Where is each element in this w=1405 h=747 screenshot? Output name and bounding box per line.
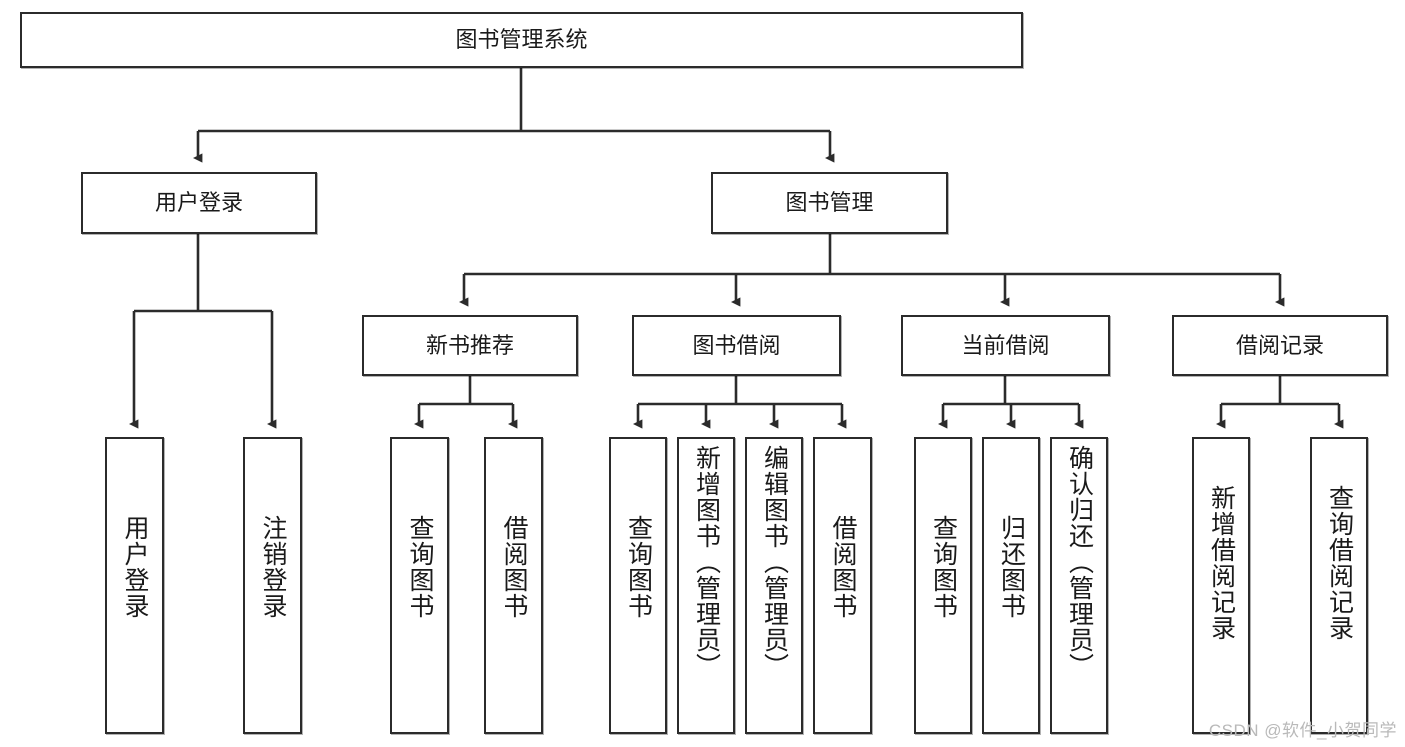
node-leaf-return-books[interactable]: 归还图书 bbox=[982, 437, 1040, 734]
node-leaf-search-borrow-record[interactable]: 查询借阅记录 bbox=[1310, 437, 1368, 734]
node-root[interactable]: 图书管理系统 bbox=[20, 12, 1023, 68]
node-new-book-recommend-label: 新书推荐 bbox=[425, 332, 514, 358]
node-borrow-records-label: 借阅记录 bbox=[1235, 332, 1324, 358]
node-user-login[interactable]: 用户登录 bbox=[81, 172, 317, 234]
node-leaf-edit-book-admin[interactable]: 编辑图书（管理员） bbox=[745, 437, 803, 734]
node-leaf-search-books-3[interactable]: 查询图书 bbox=[914, 437, 972, 734]
node-new-book-recommend[interactable]: 新书推荐 bbox=[362, 315, 578, 376]
node-leaf-search-books-1[interactable]: 查询图书 bbox=[390, 437, 449, 734]
node-book-borrow[interactable]: 图书借阅 bbox=[632, 315, 841, 376]
node-leaf-search-books-2-label: 查询图书 bbox=[624, 515, 653, 619]
node-borrow-records[interactable]: 借阅记录 bbox=[1172, 315, 1388, 376]
node-current-borrow-label: 当前借阅 bbox=[961, 332, 1050, 358]
node-book-management-label: 图书管理 bbox=[785, 190, 874, 216]
node-leaf-borrow-books-2-label: 借阅图书 bbox=[829, 515, 857, 619]
node-book-borrow-label: 图书借阅 bbox=[692, 332, 781, 358]
node-leaf-search-borrow-record-label: 查询借阅记录 bbox=[1325, 485, 1354, 641]
node-current-borrow[interactable]: 当前借阅 bbox=[901, 315, 1110, 376]
node-leaf-user-login[interactable]: 用户登录 bbox=[105, 437, 164, 734]
node-book-management[interactable]: 图书管理 bbox=[711, 172, 948, 234]
node-user-login-label: 用户登录 bbox=[154, 190, 243, 216]
watermark: CSDN @软件_小贺同学 bbox=[1208, 721, 1397, 740]
node-leaf-search-books-2[interactable]: 查询图书 bbox=[609, 437, 667, 734]
node-leaf-logout-label: 注销登录 bbox=[259, 515, 287, 619]
node-leaf-add-book-admin-label: 新增图书（管理员） bbox=[692, 445, 721, 679]
node-leaf-logout[interactable]: 注销登录 bbox=[243, 437, 302, 734]
node-leaf-return-books-label: 归还图书 bbox=[997, 515, 1026, 619]
node-root-label: 图书管理系统 bbox=[455, 27, 588, 53]
node-leaf-add-book-admin[interactable]: 新增图书（管理员） bbox=[677, 437, 735, 734]
node-leaf-confirm-return-admin-label: 确认归还（管理员） bbox=[1065, 445, 1094, 679]
node-leaf-borrow-books-1-label: 借阅图书 bbox=[500, 515, 528, 619]
node-leaf-add-borrow-record[interactable]: 新增借阅记录 bbox=[1192, 437, 1250, 734]
node-leaf-search-books-1-label: 查询图书 bbox=[406, 515, 434, 619]
node-leaf-confirm-return-admin[interactable]: 确认归还（管理员） bbox=[1050, 437, 1108, 734]
node-leaf-borrow-books-2[interactable]: 借阅图书 bbox=[813, 437, 872, 734]
node-leaf-user-login-label: 用户登录 bbox=[121, 515, 149, 619]
node-leaf-add-borrow-record-label: 新增借阅记录 bbox=[1207, 485, 1236, 641]
node-leaf-search-books-3-label: 查询图书 bbox=[929, 515, 958, 619]
node-leaf-borrow-books-1[interactable]: 借阅图书 bbox=[484, 437, 543, 734]
node-leaf-edit-book-admin-label: 编辑图书（管理员） bbox=[760, 445, 789, 679]
